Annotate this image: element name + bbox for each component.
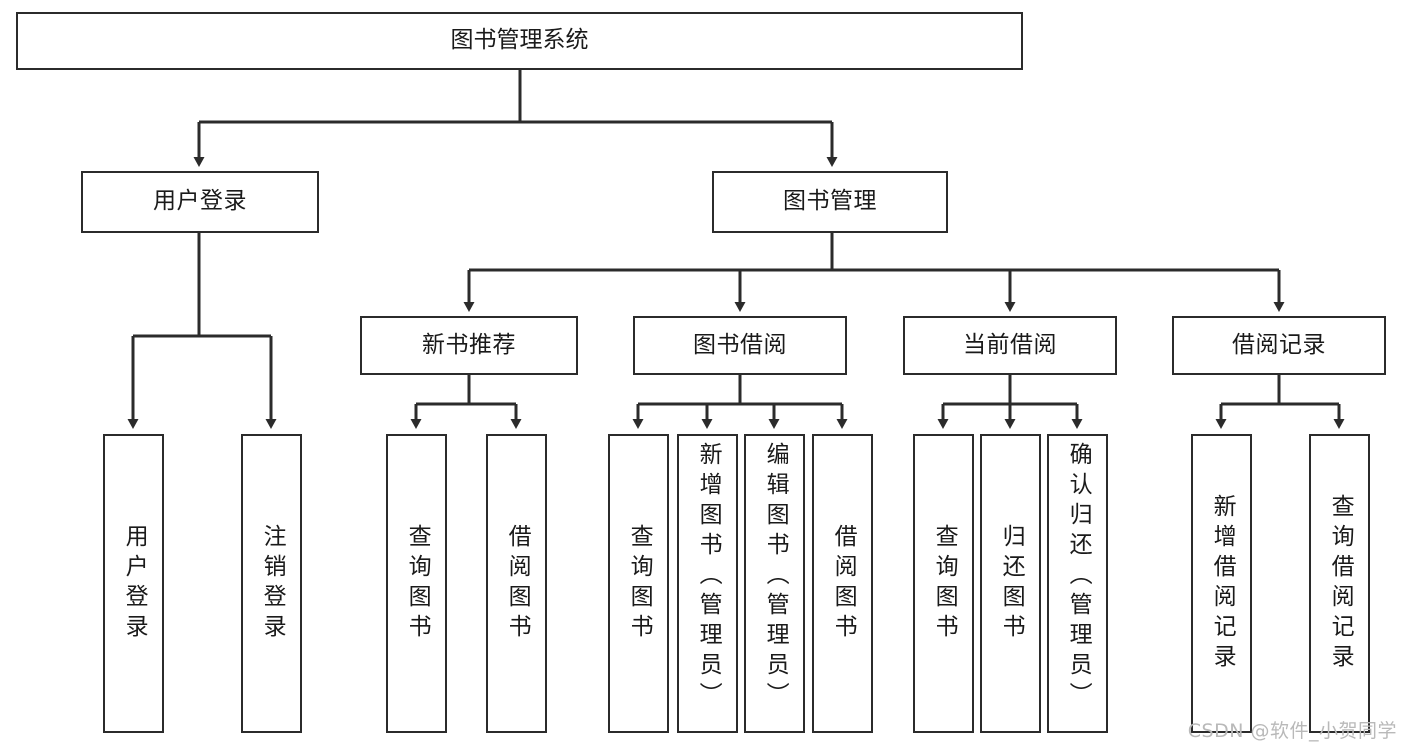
node-label: 图书管理系统	[450, 27, 589, 54]
leaf-borrow-books-recommendation[interactable]: 借阅图书	[486, 434, 547, 733]
node-label: 确认归还（管理员）	[1065, 442, 1092, 712]
node-label: 用户登录	[153, 188, 247, 215]
node-label: 编辑图书（管理员）	[762, 442, 789, 712]
node-label: 当前借阅	[963, 331, 1057, 358]
node-label: 查询图书	[931, 523, 958, 644]
leaf-confirm-return-admin[interactable]: 确认归还（管理员）	[1047, 434, 1108, 733]
node-borrowing-records[interactable]: 借阅记录	[1172, 316, 1386, 375]
node-book-management[interactable]: 图书管理	[712, 171, 948, 233]
leaf-query-books-borrowing[interactable]: 查询图书	[608, 434, 669, 733]
csdn-watermark: CSDN @软件_小贺同学	[1187, 720, 1397, 742]
node-new-book-recommendation[interactable]: 新书推荐	[360, 316, 578, 375]
leaf-borrow-books-borrowing[interactable]: 借阅图书	[812, 434, 873, 733]
leaf-add-borrowing-record[interactable]: 新增借阅记录	[1191, 434, 1252, 733]
node-label: 图书管理	[783, 188, 877, 215]
leaf-query-books-recommendation[interactable]: 查询图书	[386, 434, 447, 733]
node-root-library-management-system[interactable]: 图书管理系统	[16, 12, 1023, 70]
leaf-edit-book-admin[interactable]: 编辑图书（管理员）	[744, 434, 805, 733]
node-label: 用户登录	[121, 523, 148, 644]
node-label: 新书推荐	[422, 331, 516, 358]
node-label: 借阅图书	[830, 523, 857, 644]
leaf-add-book-admin[interactable]: 新增图书（管理员）	[677, 434, 738, 733]
node-book-borrowing[interactable]: 图书借阅	[633, 316, 847, 375]
node-current-borrowing[interactable]: 当前借阅	[903, 316, 1117, 375]
leaf-query-books-current[interactable]: 查询图书	[913, 434, 974, 733]
node-label: 归还图书	[998, 523, 1025, 644]
node-label: 注销登录	[259, 523, 286, 644]
node-label: 新增借阅记录	[1209, 493, 1236, 674]
node-user-login[interactable]: 用户登录	[81, 171, 319, 233]
node-label: 图书借阅	[693, 331, 787, 358]
leaf-query-borrowing-record[interactable]: 查询借阅记录	[1309, 434, 1370, 733]
node-label: 借阅图书	[504, 523, 531, 644]
node-label: 借阅记录	[1232, 331, 1326, 358]
node-label: 新增图书（管理员）	[695, 442, 722, 712]
leaf-return-books[interactable]: 归还图书	[980, 434, 1041, 733]
leaf-logout[interactable]: 注销登录	[241, 434, 302, 733]
node-label: 查询图书	[404, 523, 431, 644]
node-label: 查询借阅记录	[1327, 493, 1354, 674]
node-label: 查询图书	[626, 523, 653, 644]
leaf-user-login[interactable]: 用户登录	[103, 434, 164, 733]
